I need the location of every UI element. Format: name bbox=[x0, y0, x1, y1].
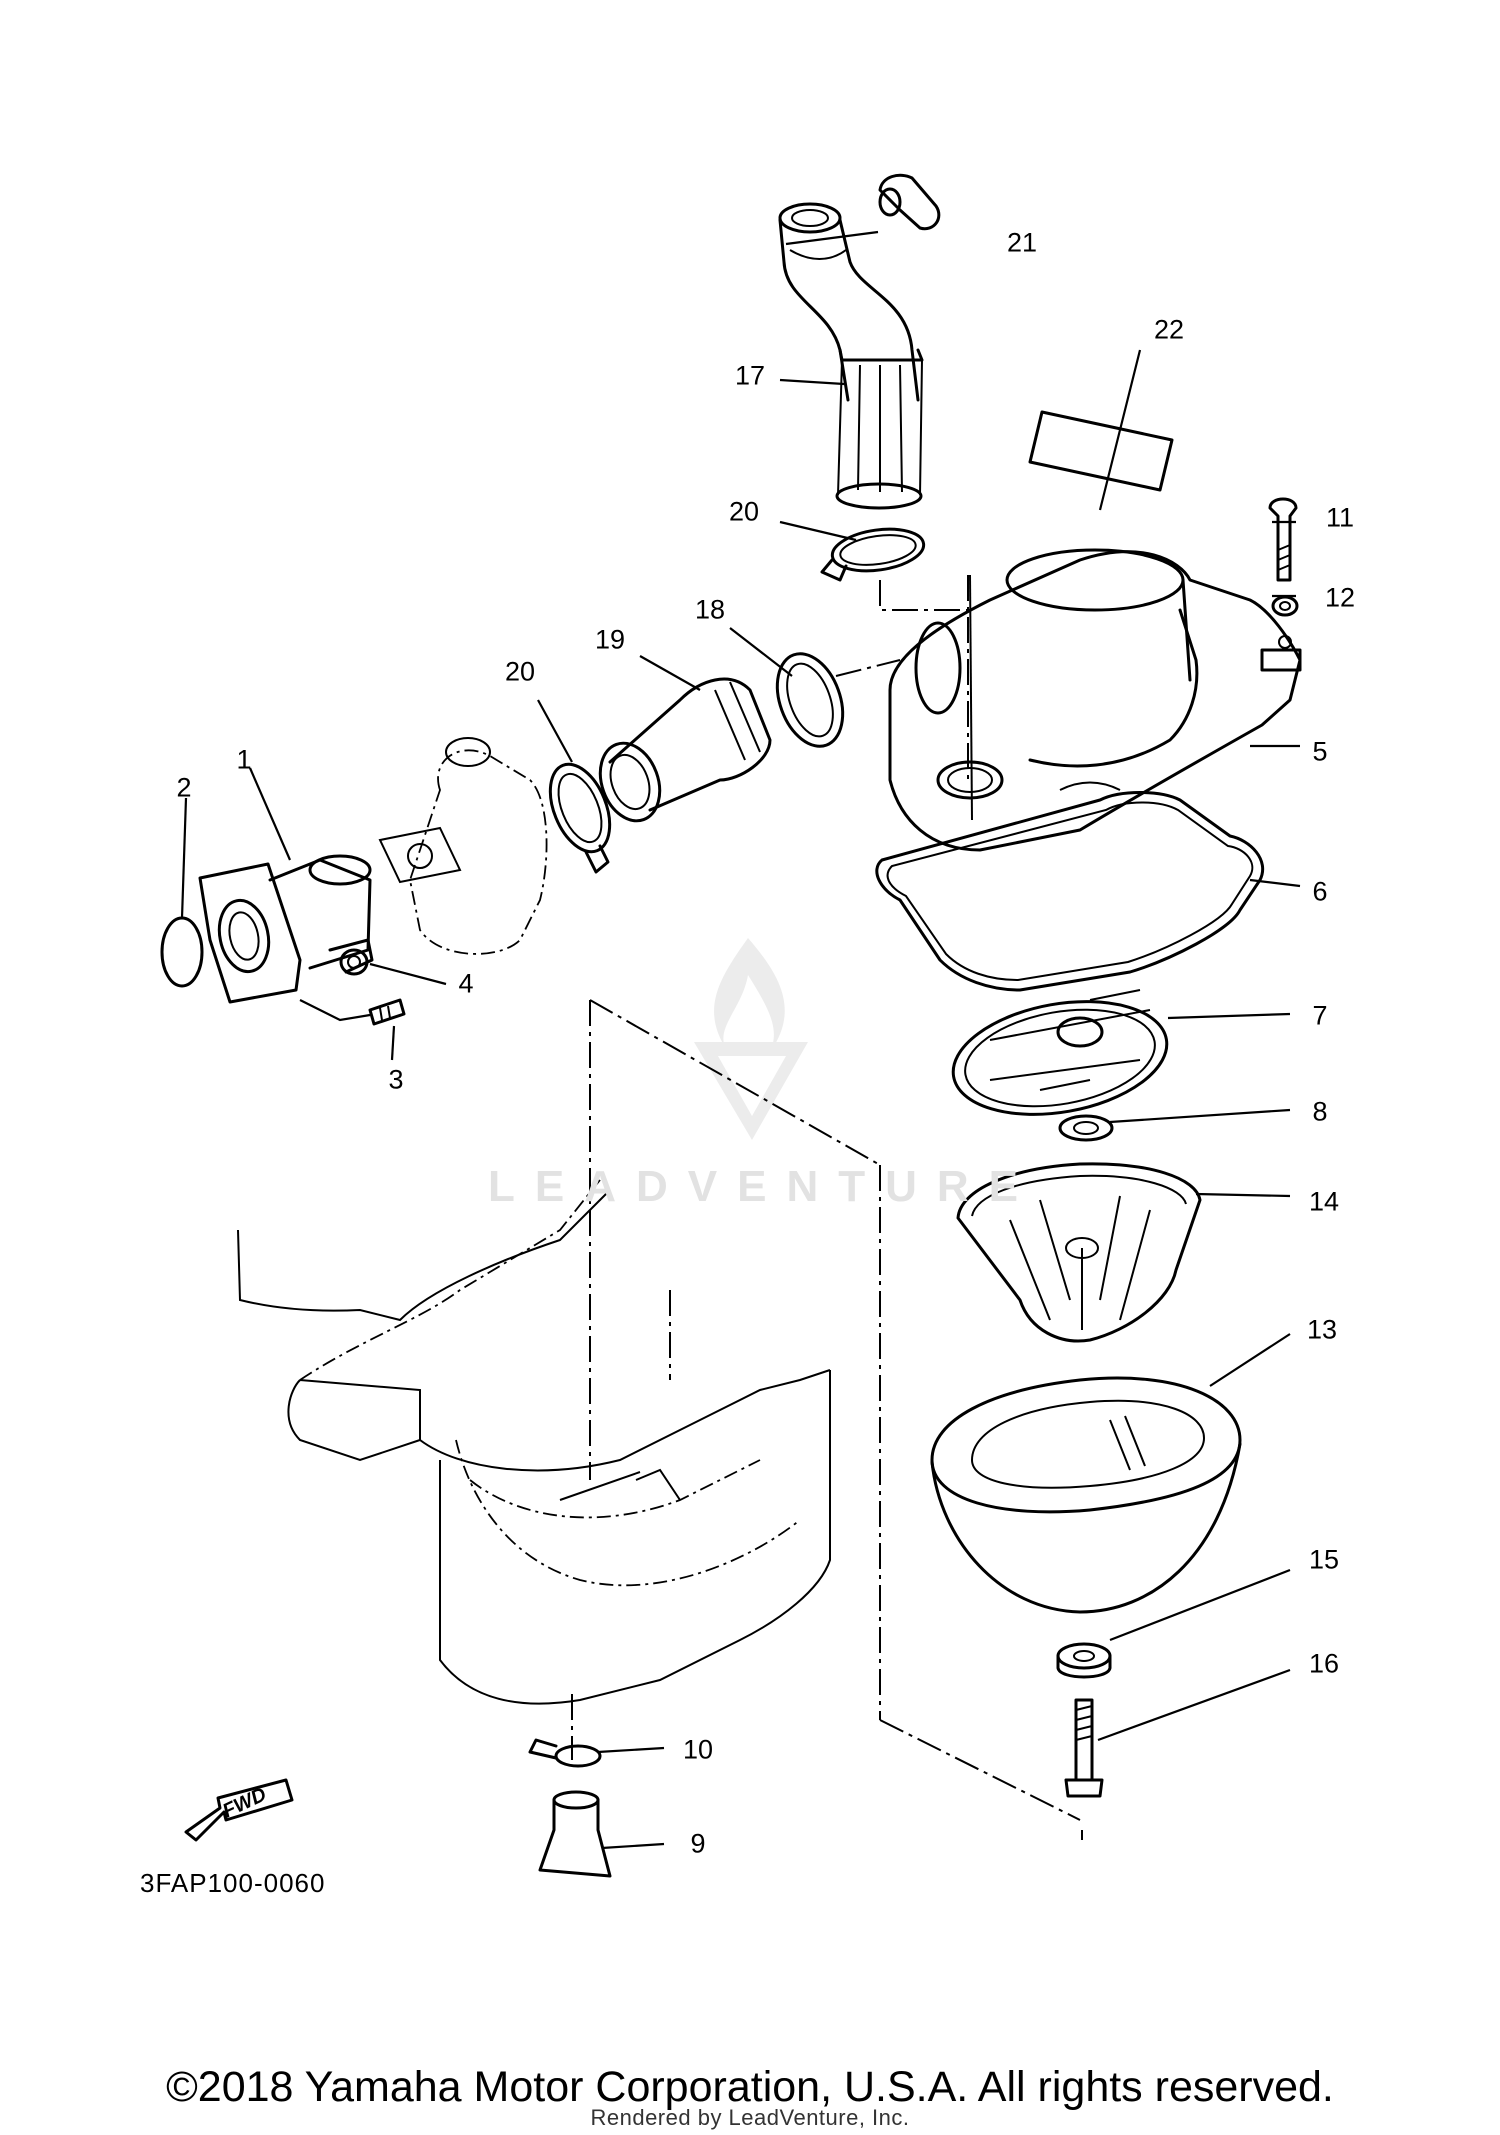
part-18-joint-ring bbox=[775, 652, 845, 748]
part-22-label-sticker bbox=[1028, 410, 1174, 492]
callout-20-top[interactable]: 20 bbox=[728, 496, 760, 527]
callout-8[interactable]: 8 bbox=[1312, 1096, 1328, 1127]
callout-3[interactable]: 3 bbox=[388, 1064, 404, 1095]
copyright-footer: ©2018 Yamaha Motor Corporation, U.S.A. A… bbox=[166, 2063, 1334, 2111]
part-1-intake-manifold bbox=[198, 854, 374, 1004]
fwd-arrow bbox=[184, 1778, 294, 1842]
callout-9[interactable]: 9 bbox=[690, 1828, 706, 1859]
callout-17[interactable]: 17 bbox=[734, 360, 766, 391]
callout-18[interactable]: 18 bbox=[694, 594, 726, 625]
part-11-bolt bbox=[1268, 497, 1298, 582]
callout-7[interactable]: 7 bbox=[1312, 1000, 1328, 1031]
part-8-lock-washer bbox=[1058, 1114, 1114, 1142]
part-5-air-filter-case bbox=[888, 548, 1302, 852]
part-21-elbow-fitting bbox=[878, 173, 941, 231]
watermark-logo bbox=[694, 938, 808, 1140]
callout-11[interactable]: 11 bbox=[1325, 502, 1355, 533]
part-15-collar bbox=[1056, 1642, 1112, 1679]
part-20-clamp-lower bbox=[548, 762, 612, 874]
callout-20-lower[interactable]: 20 bbox=[504, 656, 536, 687]
part-10-clip bbox=[528, 1738, 602, 1768]
part-6-gasket bbox=[875, 791, 1265, 992]
callout-4[interactable]: 4 bbox=[458, 968, 474, 999]
callout-2[interactable]: 2 bbox=[176, 772, 192, 803]
part-14-filter-guide bbox=[956, 1162, 1202, 1343]
part-13-air-filter-box bbox=[930, 1376, 1242, 1614]
callout-1[interactable]: 1 bbox=[236, 744, 252, 775]
part-19-joint bbox=[598, 677, 772, 823]
part-3-bolt bbox=[299, 998, 406, 1026]
part-20-clamp-top bbox=[820, 527, 926, 582]
part-9-drain-hose bbox=[538, 1790, 612, 1878]
part-7-filter-element bbox=[951, 989, 1169, 1116]
callout-6[interactable]: 6 bbox=[1312, 876, 1328, 907]
assembly-centerlines bbox=[571, 575, 1083, 1840]
part-17-intake-duct bbox=[778, 202, 924, 510]
part-4-nut bbox=[339, 948, 369, 976]
carburetor-outline bbox=[378, 737, 548, 955]
part-16-bolt bbox=[1064, 1698, 1104, 1798]
callout-21[interactable]: 21 bbox=[1006, 227, 1038, 258]
callout-10[interactable]: 10 bbox=[682, 1734, 714, 1765]
callout-16[interactable]: 16 bbox=[1308, 1648, 1340, 1679]
diagram-part-code: 3FAP100-0060 bbox=[140, 1868, 326, 1898]
part-2-o-ring bbox=[160, 916, 204, 988]
part-12-washer bbox=[1271, 595, 1299, 617]
callout-15[interactable]: 15 bbox=[1308, 1544, 1340, 1575]
callout-19[interactable]: 19 bbox=[594, 624, 626, 655]
callout-22[interactable]: 22 bbox=[1153, 314, 1185, 345]
frame-outline bbox=[237, 1179, 831, 1705]
watermark-text: LEADVENTURE bbox=[488, 1162, 1039, 1211]
leader-lines bbox=[180, 230, 1301, 1850]
callout-13[interactable]: 13 bbox=[1306, 1314, 1338, 1345]
callout-14[interactable]: 14 bbox=[1308, 1186, 1340, 1217]
callout-5[interactable]: 5 bbox=[1312, 736, 1328, 767]
callout-12[interactable]: 12 bbox=[1324, 582, 1356, 613]
rendered-by-footer: Rendered by LeadVenture, Inc. bbox=[590, 2105, 910, 2130]
